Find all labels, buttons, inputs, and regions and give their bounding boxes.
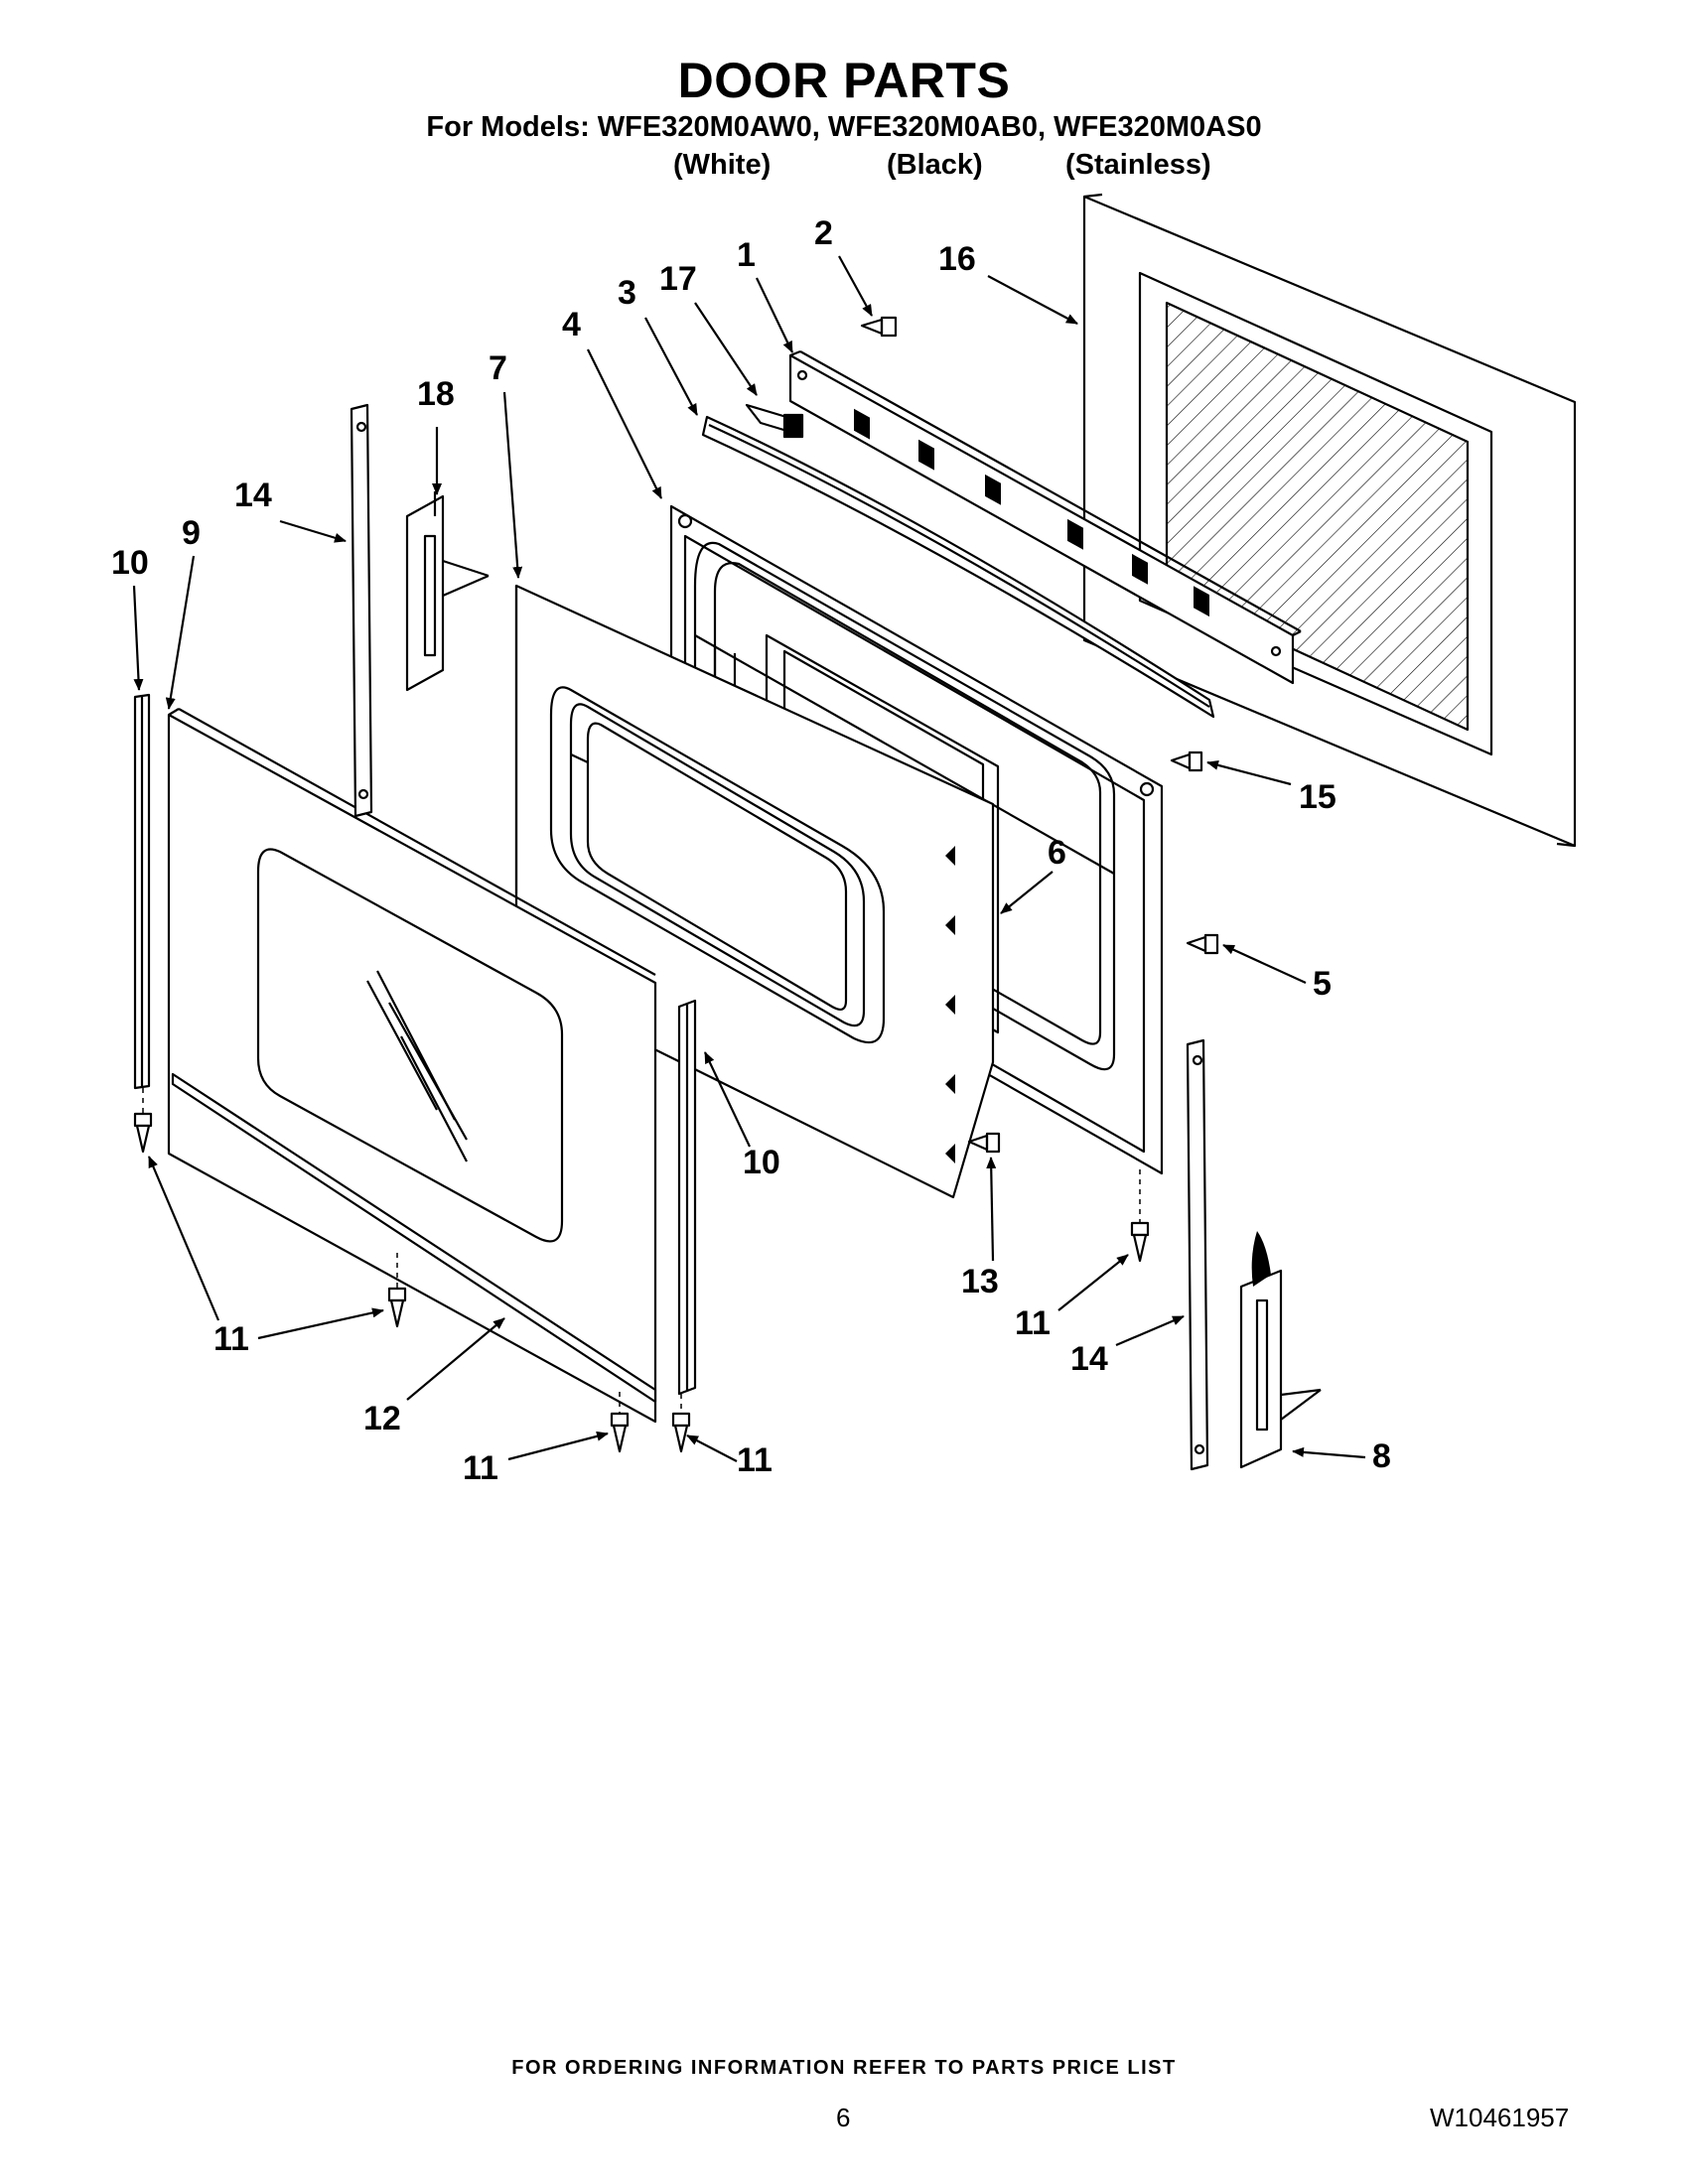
model-list: For Models: WFE320M0AW0, WFE320M0AB0, WF… bbox=[426, 111, 1262, 143]
right-side-trim bbox=[677, 999, 697, 1396]
outer-door-glass bbox=[167, 708, 657, 1424]
callout-8: 8 bbox=[1372, 1437, 1391, 1475]
callout-4: 4 bbox=[562, 306, 581, 343]
callout-13: 13 bbox=[961, 1263, 999, 1300]
callout-11-b: 11 bbox=[463, 1449, 498, 1487]
screw-11-c bbox=[610, 1412, 630, 1453]
callout-11-c: 11 bbox=[737, 1441, 773, 1479]
callout-18: 18 bbox=[417, 375, 455, 413]
finish-stainless: (Stainless) bbox=[1065, 149, 1211, 181]
callout-3: 3 bbox=[618, 274, 636, 312]
callout-6: 6 bbox=[1048, 834, 1066, 872]
page-title: DOOR PARTS bbox=[677, 53, 1011, 108]
callout-2: 2 bbox=[814, 214, 833, 252]
callout-5: 5 bbox=[1313, 965, 1332, 1003]
left-side-trim bbox=[133, 693, 151, 1090]
callout-14-left: 14 bbox=[234, 477, 272, 514]
screw-2 bbox=[860, 316, 898, 338]
callout-17: 17 bbox=[659, 260, 697, 298]
callout-1: 1 bbox=[737, 236, 756, 274]
bottom-door-trim bbox=[171, 1072, 657, 1404]
callout-7: 7 bbox=[489, 349, 507, 387]
hinge-receptacle-left bbox=[350, 403, 373, 818]
callout-11-d: 11 bbox=[1015, 1304, 1051, 1342]
inner-door-panel bbox=[1082, 193, 1577, 848]
hinge-receptacle-right bbox=[1186, 1038, 1209, 1471]
screw-13 bbox=[967, 1132, 1001, 1154]
document-number: W10461957 bbox=[1430, 2103, 1570, 2132]
screw-11-e bbox=[1130, 1221, 1150, 1263]
handle-end-cap bbox=[745, 403, 804, 439]
screw-5 bbox=[1186, 933, 1219, 955]
callout-15: 15 bbox=[1299, 778, 1336, 816]
callout-9: 9 bbox=[182, 514, 201, 552]
door-handle bbox=[701, 415, 1215, 719]
callout-16: 16 bbox=[938, 240, 976, 278]
finish-white: (White) bbox=[673, 149, 772, 181]
door-hinge-right bbox=[1239, 1231, 1322, 1469]
callout-10-left: 10 bbox=[111, 544, 149, 582]
door-frame bbox=[514, 584, 995, 1199]
page-number: 6 bbox=[836, 2103, 851, 2132]
door-hinge-left bbox=[405, 491, 490, 692]
callout-14-right: 14 bbox=[1070, 1340, 1108, 1378]
screw-11-b bbox=[387, 1287, 407, 1328]
finish-black: (Black) bbox=[887, 149, 983, 181]
screw-11-d bbox=[671, 1412, 691, 1453]
vent-trim bbox=[788, 349, 1302, 685]
ordering-note: FOR ORDERING INFORMATION REFER TO PARTS … bbox=[511, 2057, 1177, 2079]
callout-10-right: 10 bbox=[743, 1144, 780, 1181]
callout-11-a: 11 bbox=[213, 1320, 249, 1358]
callout-12: 12 bbox=[363, 1400, 401, 1437]
screw-15 bbox=[1170, 751, 1203, 772]
screw-11-a bbox=[133, 1112, 153, 1154]
